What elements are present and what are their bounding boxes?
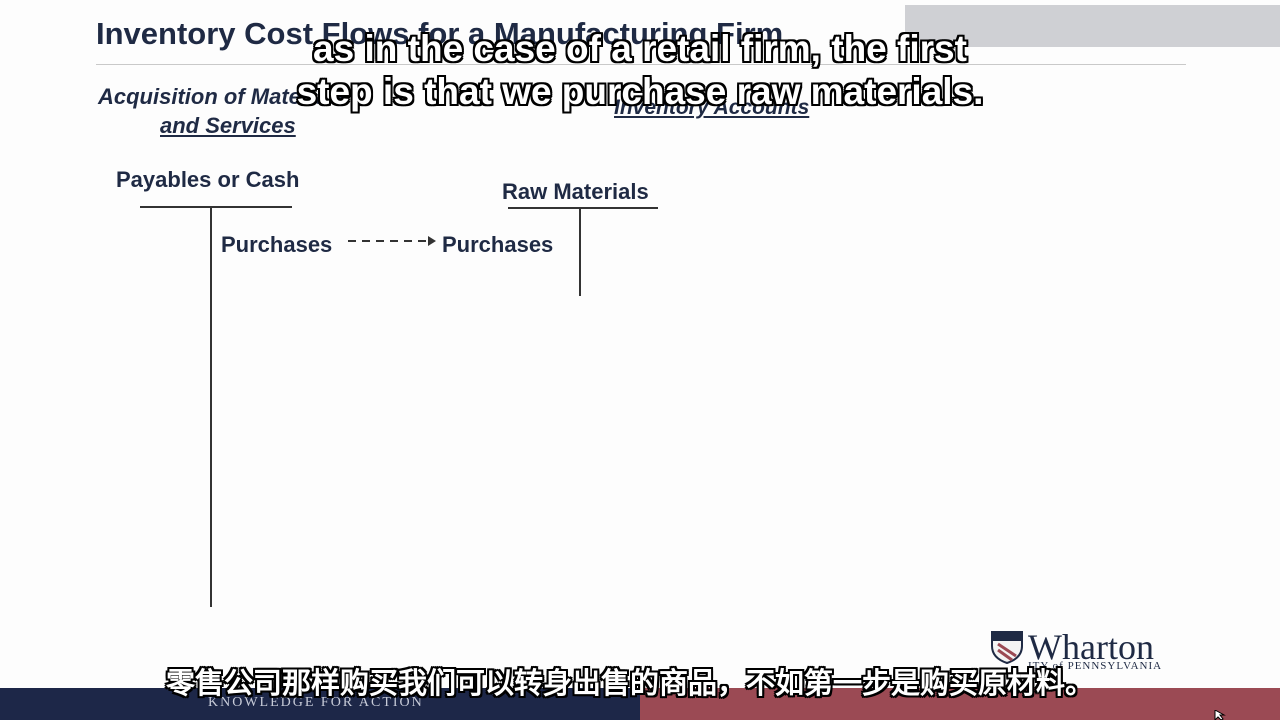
raw-materials-account-title: Raw Materials (502, 179, 649, 204)
raw-materials-t-stem (579, 208, 581, 296)
slide-title: Inventory Cost Flows for a Manufacturing… (96, 16, 784, 51)
subtitle-english-line1: as in the case of a retail firm, the fir… (313, 28, 967, 69)
subtitle-english-line2: step is that we purchase raw materials. (296, 71, 984, 112)
raw-materials-debit-entry: Purchases (442, 232, 554, 257)
acquisition-heading-line2: and Services (160, 113, 296, 138)
mouse-pointer-icon (1214, 710, 1226, 720)
penn-shield-icon (991, 631, 1023, 664)
logo-subtext: ITY of PENNSYLVANIA (1028, 660, 1163, 672)
inventory-accounts-heading: Inventory Accounts (614, 96, 810, 119)
subtitle-chinese: 零售公司那样购买我们可以转身出售的商品，不如第一步是购买原材料。 (165, 668, 1094, 700)
wharton-logo: Wharton ITY of PENNSYLVANIA (990, 626, 1190, 672)
footer-tagline: KNOWLEDGE FOR ACTION (208, 695, 424, 710)
footer-maroon-band (640, 688, 1280, 720)
video-overlay-panel (905, 5, 1280, 47)
logo-wordmark: Wharton (1028, 627, 1154, 667)
payables-t-top (140, 206, 292, 208)
dashed-arrow (348, 236, 436, 246)
payables-t-stem (210, 207, 212, 607)
payables-account-title: Payables or Cash (116, 167, 300, 192)
title-divider (96, 64, 1186, 65)
payables-credit-entry: Purchases (221, 232, 333, 257)
raw-materials-t-top (508, 207, 658, 209)
footer-navy-band (0, 688, 640, 720)
acquisition-heading-line1: Acquisition of Materials (98, 84, 347, 109)
